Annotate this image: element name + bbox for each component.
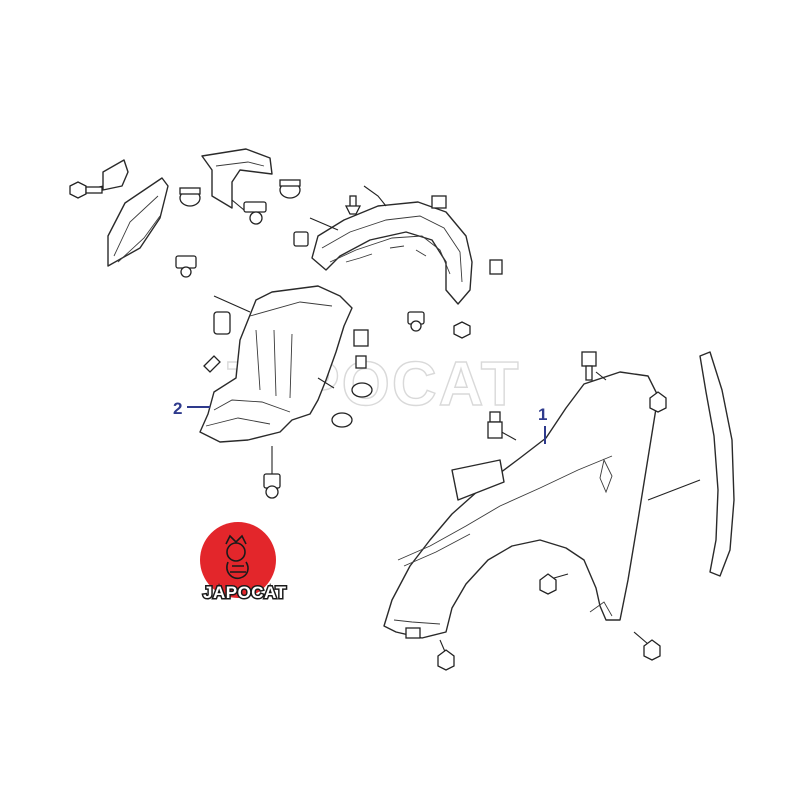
bolt — [453, 321, 471, 339]
bolt — [263, 446, 281, 499]
fender-bracket-top — [201, 148, 273, 211]
callout-1-label: 1 — [538, 405, 547, 424]
bolt — [175, 255, 197, 278]
wheel-liner-upper — [309, 185, 473, 305]
cat-mascot-icon — [225, 534, 249, 580]
bolt — [487, 411, 503, 439]
logo-text: JAPOCAT — [203, 583, 287, 602]
clip — [431, 195, 447, 209]
callout-2: 2 — [173, 399, 210, 418]
screw — [344, 195, 362, 215]
fender-bracket-mount — [451, 459, 505, 501]
bolt — [437, 649, 455, 671]
screw — [355, 355, 367, 369]
bolt — [69, 181, 103, 199]
clip — [489, 259, 503, 275]
bolt — [581, 351, 597, 381]
bolt — [539, 573, 557, 595]
bolt — [643, 639, 661, 661]
japocat-logo: JAPOCAT — [200, 522, 288, 604]
callout-2-label: 2 — [173, 399, 182, 418]
clip — [351, 382, 373, 398]
screw — [203, 355, 221, 373]
clip — [179, 187, 201, 207]
bolt — [243, 201, 267, 225]
wheel-liner-lower — [199, 285, 353, 443]
bolt — [407, 311, 425, 332]
clip — [293, 231, 309, 247]
clip — [405, 627, 421, 639]
clip — [331, 412, 353, 428]
fender-bracket-left — [85, 159, 169, 267]
clip — [279, 179, 301, 199]
clip — [353, 329, 369, 347]
fender-seal-strip — [699, 351, 735, 577]
callout-1: 1 — [538, 405, 547, 444]
bolt — [649, 391, 667, 413]
clip — [213, 311, 231, 335]
